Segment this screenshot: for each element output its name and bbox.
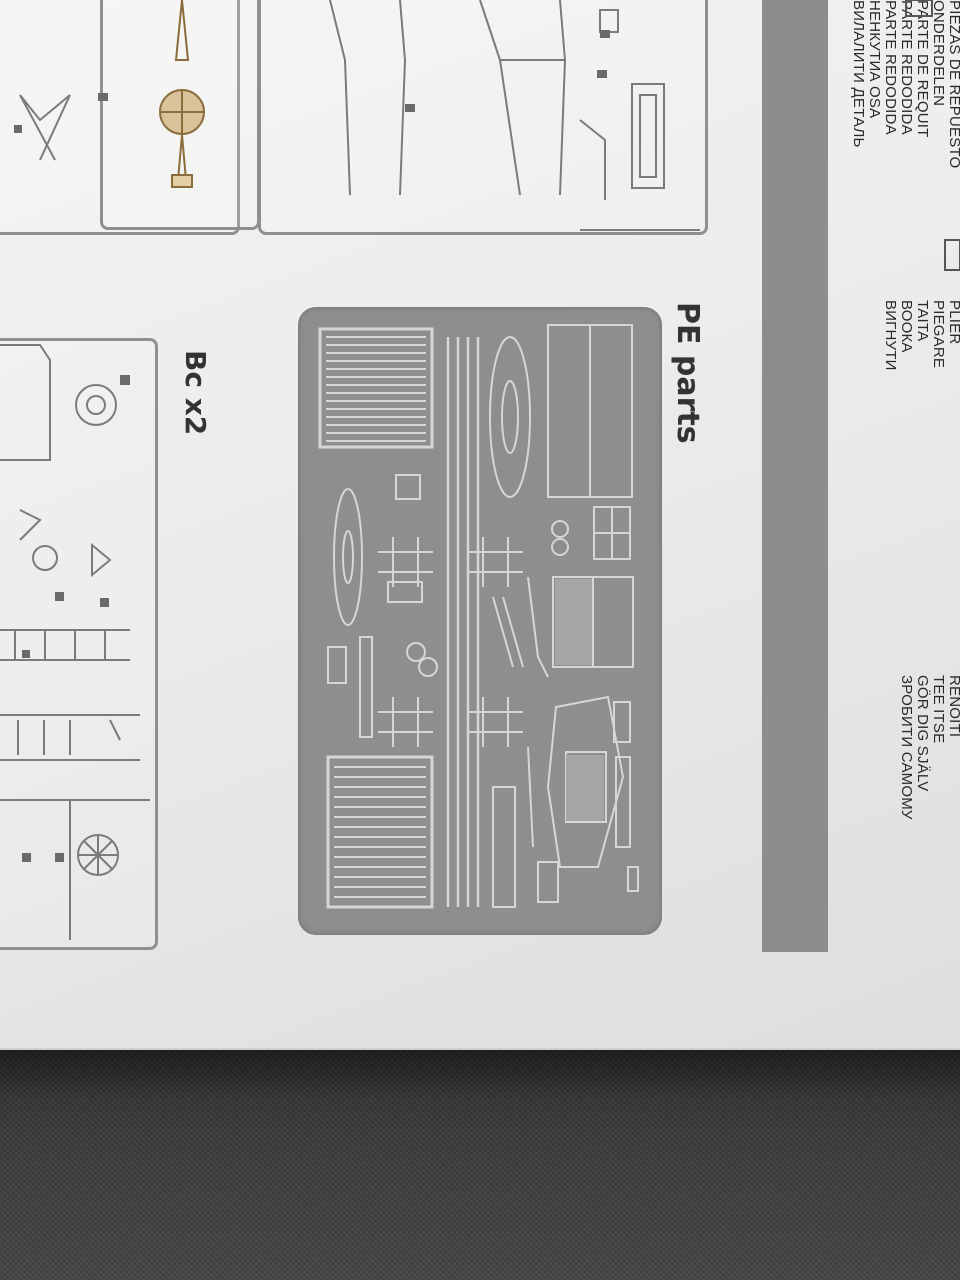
language-column-bar bbox=[762, 0, 828, 952]
edge-icon-top bbox=[905, 0, 933, 17]
fabric-background bbox=[0, 1040, 960, 1280]
sprue-drawings-bc bbox=[0, 344, 150, 940]
edge-icons bbox=[905, 0, 960, 271]
sprue-drawings-top bbox=[14, 0, 700, 231]
pe-parts-fret bbox=[298, 307, 662, 935]
pe-parts-drawing bbox=[318, 324, 639, 909]
paper-shadow bbox=[0, 1040, 960, 1100]
edge-icon-mid bbox=[944, 239, 960, 271]
instruction-sheet: PE parts Bc x2 PIEZAS DE REPUESTO ONDERD… bbox=[0, 0, 960, 1050]
